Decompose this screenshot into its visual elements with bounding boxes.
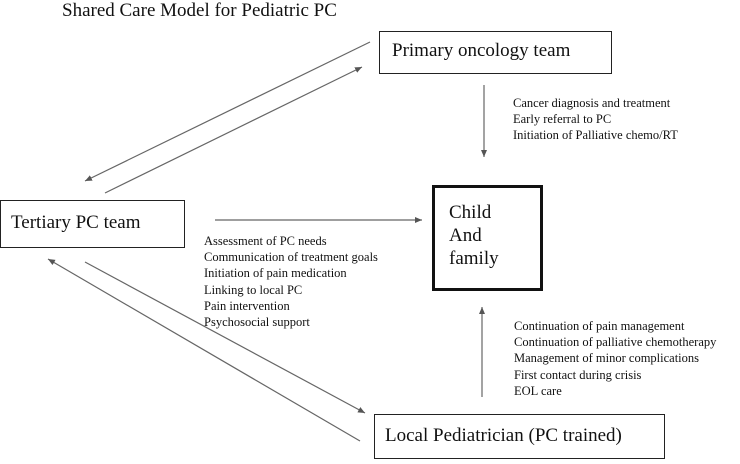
arrow-primary-to-tertiary — [84, 41, 371, 182]
responsibility-item: Assessment of PC needs — [204, 234, 327, 248]
primary-team-responsibilities: Cancer diagnosis and treatment Early ref… — [513, 95, 678, 144]
responsibility-item: EOL care — [514, 383, 562, 398]
child-and-family-box: Child And family — [432, 185, 543, 291]
responsibility-item: Cancer diagnosis and treatment — [513, 96, 671, 110]
responsibility-item: Initiation of Palliative chemo/RT — [513, 128, 678, 143]
primary-oncology-team-box: Primary oncology team — [379, 31, 612, 74]
tertiary-pc-team-box: Tertiary PC team — [0, 200, 185, 248]
responsibility-item: Continuation of palliative chemotherapy — [514, 335, 717, 350]
arrow-tertiary-to-local — [84, 261, 366, 414]
responsibility-item: First contact during crisis — [514, 367, 642, 382]
responsibility-item: Linking to local PC — [204, 282, 303, 297]
child-label-line: Child — [449, 202, 492, 223]
child-label-line: And — [449, 225, 482, 246]
responsibility-item: Pain intervention — [204, 298, 290, 313]
responsibility-item: Continuation of pain management — [514, 319, 685, 333]
responsibility-item: Communication of treatment goals — [204, 250, 378, 265]
arrow-local-to-tertiary — [47, 258, 361, 442]
responsibility-item: Management of minor complications — [514, 351, 700, 366]
responsibility-item: Early referral to PC — [513, 112, 612, 127]
local-pediatrician-box: Local Pediatrician (PC trained) — [374, 414, 665, 459]
responsibility-item: Initiation of pain medication — [204, 266, 347, 281]
local-pediatrician-responsibilities: Continuation of pain management Continua… — [514, 318, 716, 399]
child-label-line: family — [449, 248, 499, 269]
responsibility-item: Psychosocial support — [204, 315, 310, 330]
arrow-tertiary-to-primary — [104, 66, 363, 194]
diagram-title: Shared Care Model for Pediatric PC — [62, 0, 337, 21]
tertiary-team-responsibilities: Assessment of PC needs Communication of … — [204, 233, 378, 330]
